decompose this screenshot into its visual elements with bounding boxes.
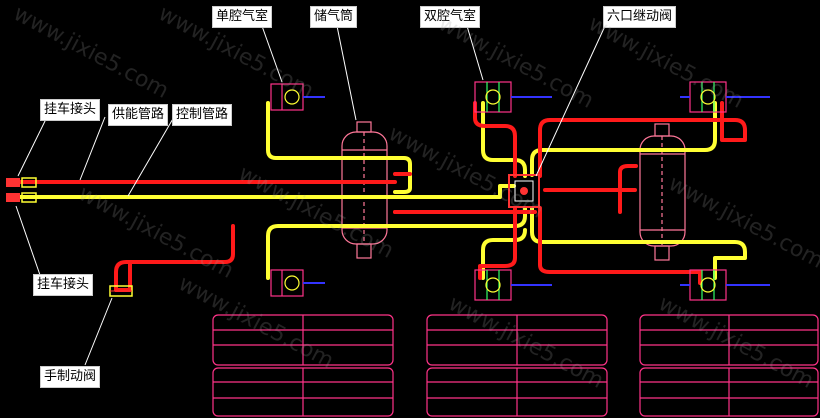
label-air-tank: 储气筒 [310,6,358,28]
hand-brake-valve [109,285,133,297]
trailer-couplings [6,177,37,203]
dual-chamber-top-middle [474,81,552,113]
air-tank-left [341,121,388,259]
single-chamber-top [270,83,325,111]
wheel-group-left [212,314,394,417]
wheel-group-right [639,314,819,417]
wheel-group-middle [426,314,608,417]
label-dual-chamber: 双腔气室 [420,6,481,28]
label-control-line: 控制管路 [172,104,233,126]
six-port-relay-valve [508,174,540,208]
supply-lines [10,101,747,292]
label-single-chamber: 单腔气室 [212,6,273,28]
dual-chamber-bottom-right [680,269,770,301]
label-trailer-coupling-top: 挂车接头 [40,99,101,121]
dual-chamber-top-right [680,81,770,113]
label-supply-line: 供能管路 [108,104,169,126]
label-hand-brake-valve: 手制动阀 [40,366,101,388]
label-trailer-coupling-bottom: 挂车接头 [33,274,94,296]
label-six-port-relay-valve: 六口继动阀 [603,6,677,28]
single-chamber-bottom [270,269,325,297]
dual-chamber-bottom-middle [474,269,552,301]
control-lines [10,101,747,280]
air-tank-right [639,123,686,261]
leader-lines [15,25,606,366]
